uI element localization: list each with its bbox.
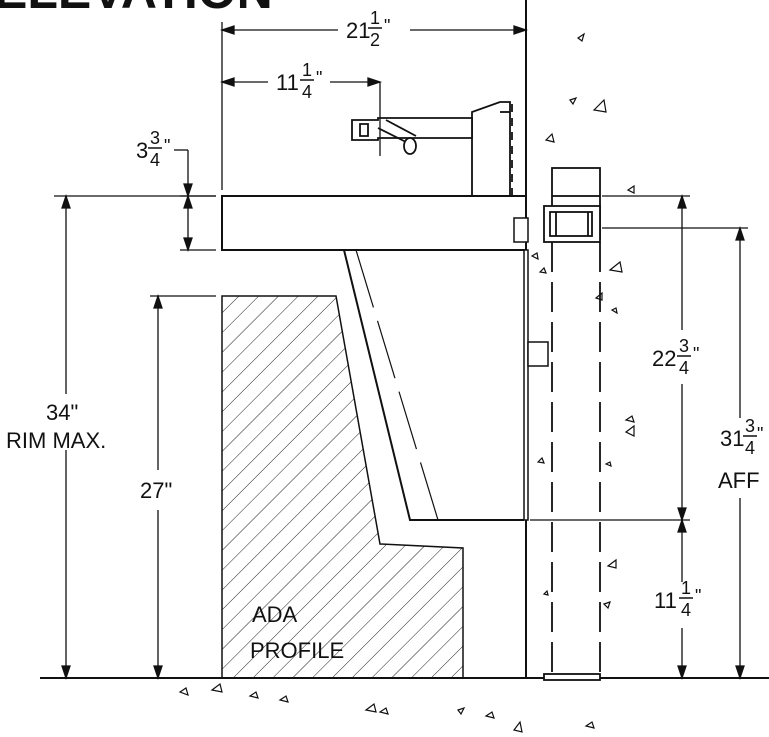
ada-label-line2: PROFILE bbox=[250, 638, 344, 663]
rim-wall-bracket bbox=[513, 217, 529, 243]
svg-text:4: 4 bbox=[302, 82, 312, 102]
drain-fitting bbox=[527, 341, 549, 367]
svg-text:2: 2 bbox=[370, 30, 380, 50]
bowl-hidden-line bbox=[355, 249, 439, 521]
rim-max-value: 34" bbox=[46, 400, 78, 425]
ada-height-value: 27" bbox=[140, 478, 172, 503]
dim-aff-height: 31 3 4 " AFF bbox=[718, 416, 763, 493]
svg-text:1: 1 bbox=[681, 578, 691, 598]
svg-text:4: 4 bbox=[150, 150, 160, 170]
dim-overall-depth: 21 1 2 " bbox=[346, 8, 390, 50]
ada-profile-hatch bbox=[221, 295, 464, 679]
svg-text:4: 4 bbox=[745, 438, 755, 458]
concrete-aggregate bbox=[178, 32, 635, 733]
svg-text:31: 31 bbox=[720, 426, 744, 451]
svg-text:1: 1 bbox=[302, 60, 312, 80]
svg-text:21: 21 bbox=[346, 18, 370, 43]
svg-text:3: 3 bbox=[745, 416, 755, 436]
dim-spout-reach: 11 1 4 " bbox=[276, 60, 322, 102]
svg-text:AFF: AFF bbox=[718, 468, 760, 493]
wall-column bbox=[543, 167, 601, 681]
svg-text:1: 1 bbox=[370, 8, 380, 28]
svg-text:3: 3 bbox=[679, 336, 689, 356]
svg-text:3: 3 bbox=[136, 138, 148, 163]
dim-rim-thickness: 3 3 4 " bbox=[136, 128, 170, 170]
svg-text:4: 4 bbox=[681, 600, 691, 620]
rim-max-label: RIM MAX. bbox=[6, 428, 106, 453]
ada-label-line1: ADA bbox=[252, 602, 298, 627]
svg-text:11: 11 bbox=[276, 70, 299, 95]
sink-bowl bbox=[343, 249, 524, 521]
svg-text:3: 3 bbox=[150, 128, 160, 148]
svg-text:": " bbox=[164, 136, 170, 156]
svg-text:": " bbox=[695, 586, 701, 606]
svg-text:11: 11 bbox=[654, 588, 677, 613]
wall-panel bbox=[523, 249, 529, 521]
svg-text:": " bbox=[693, 344, 699, 364]
svg-text:22: 22 bbox=[652, 346, 676, 371]
drawing-title: ELEVATION bbox=[0, 0, 273, 19]
svg-text:": " bbox=[757, 424, 763, 444]
faucet bbox=[351, 101, 513, 196]
svg-text:4: 4 bbox=[679, 358, 689, 378]
sink-rim bbox=[221, 195, 527, 251]
dim-bowl-height: 22 3 4 " bbox=[652, 336, 699, 378]
svg-text:": " bbox=[316, 68, 322, 88]
dim-base-height: 11 1 4 " bbox=[654, 578, 701, 620]
svg-text:": " bbox=[384, 16, 390, 36]
dimension-lines bbox=[54, 0, 748, 681]
